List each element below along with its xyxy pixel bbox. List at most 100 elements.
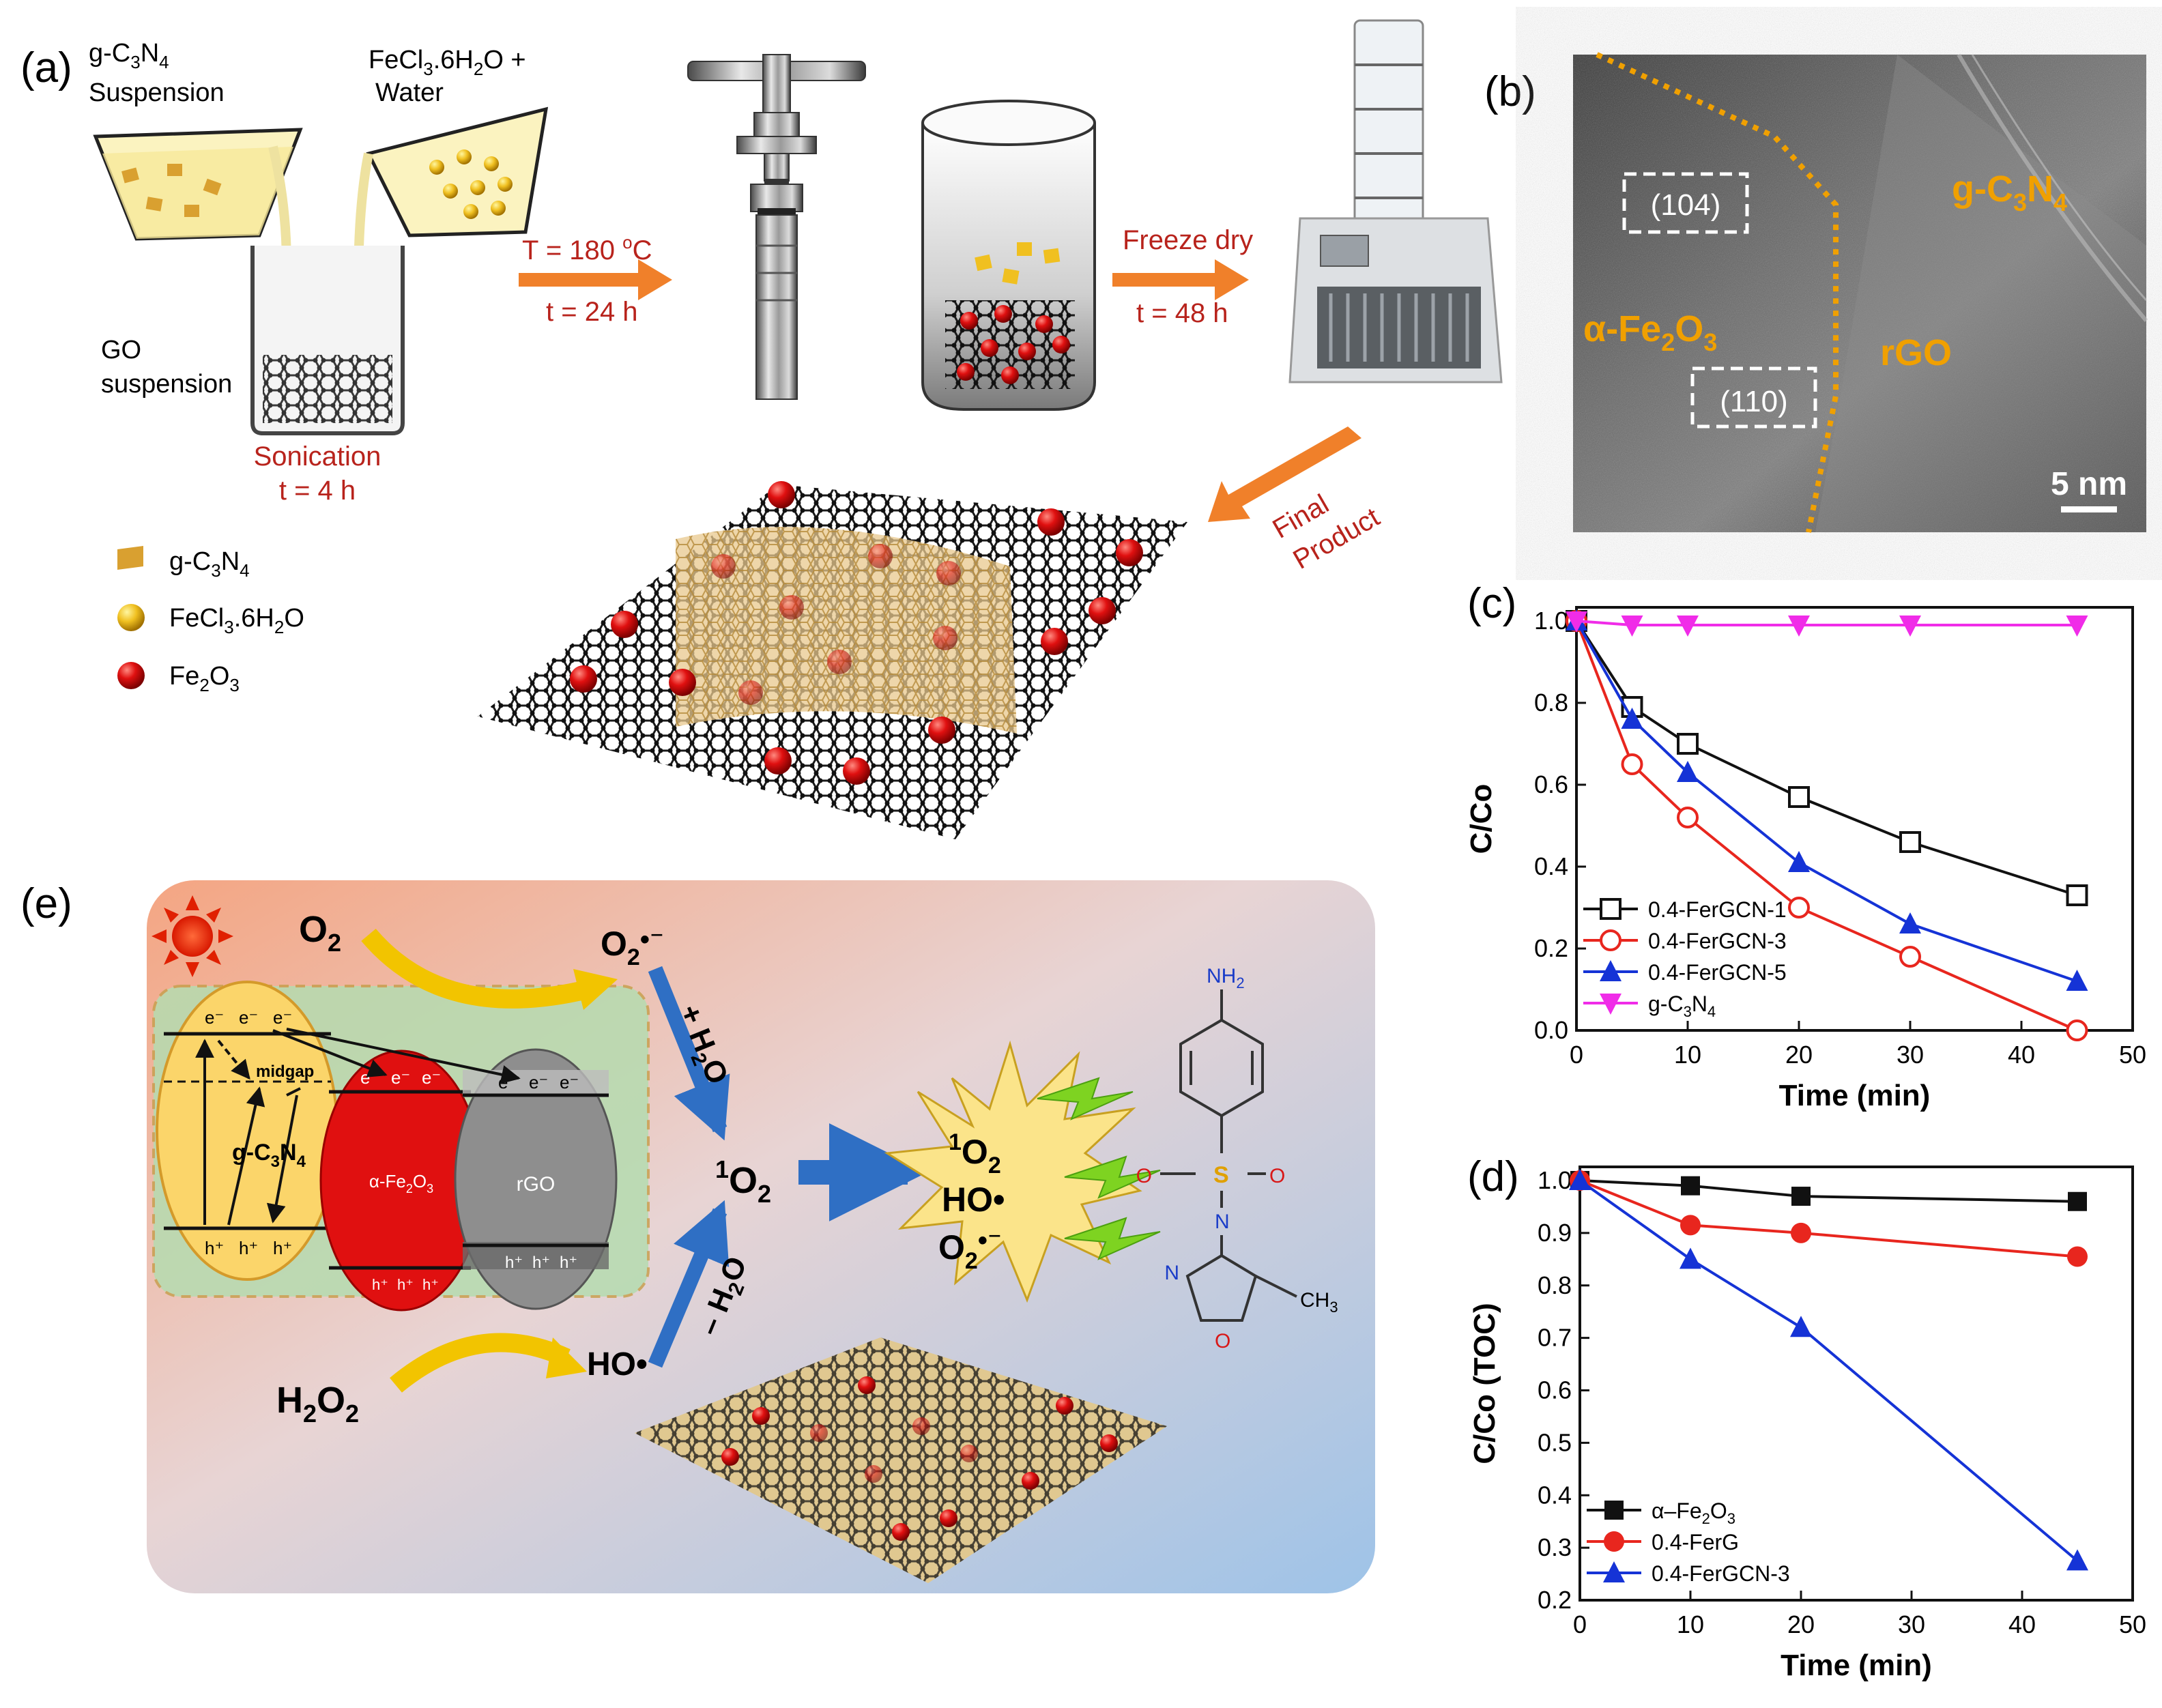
panel-label-d: (d) <box>1467 1153 1519 1200</box>
autoclave <box>687 54 866 400</box>
legend-label: 0.4-FerG <box>1652 1530 1739 1554</box>
x-tick-label: 40 <box>2008 1041 2035 1069</box>
data-point <box>1899 831 1921 853</box>
legend-label: 0.4-FerGCN-1 <box>1648 897 1787 922</box>
series-line <box>1575 620 2078 897</box>
y-axis-label: C/Co <box>1465 784 1498 854</box>
data-point <box>1677 807 1699 828</box>
rgo-hole-3: h⁺ <box>560 1254 577 1272</box>
tem-gcn-label: g-C3N4 <box>1952 169 2067 216</box>
smx-nitrogen: N <box>1215 1211 1230 1233</box>
step-arrow-1 <box>519 259 672 300</box>
legend-marker <box>1600 929 1622 951</box>
plane-box-110 <box>1690 366 1817 429</box>
series-line <box>1579 1179 2078 1203</box>
y-tick-label: 0.0 <box>1534 1016 1568 1044</box>
sonication-time: t = 4 h <box>279 476 356 506</box>
series-line <box>1579 1179 2079 1562</box>
time-48h: t = 48 h <box>1136 298 1228 328</box>
y-axis-label: C/Co (TOC) <box>1468 1303 1501 1464</box>
gcn-hole-2: h⁺ <box>239 1238 258 1258</box>
burst-superoxide: O2•⁻ <box>938 1226 1002 1274</box>
data-point <box>1681 1176 1700 1196</box>
x-tick-label: 0 <box>1570 1041 1583 1069</box>
svg-text:FeCl3.6H2O +: FeCl3.6H2O + <box>369 46 526 79</box>
rgo-band: e⁻ e⁻ e⁻ rGO h⁺ h⁺ h⁺ <box>454 1048 618 1310</box>
attack-bolts <box>1037 1077 1161 1260</box>
data-point <box>1899 912 1921 933</box>
go-label-1: GO <box>101 336 141 364</box>
data-point <box>1621 753 1643 775</box>
legend-label: 0.4-FerGCN-3 <box>1652 1561 1790 1586</box>
fe2o3-band-label: α-Fe2O3 <box>369 1171 433 1196</box>
x-axis-label: Time (min) <box>1779 1079 1931 1112</box>
series-line <box>1579 1179 2078 1258</box>
y-tick-label: 0.8 <box>1534 689 1568 717</box>
panel-label-e: (e) <box>20 880 72 927</box>
gcn-electron-2: e⁻ <box>239 1007 258 1028</box>
data-point <box>1566 611 1587 633</box>
legend-marker <box>1603 1561 1625 1582</box>
gcn-band: e⁻ e⁻ e⁻ midgap g-C3N4 h⁺ h⁺ h⁺ <box>156 981 338 1281</box>
panel-label-a: (a) <box>20 44 72 91</box>
data-point <box>1677 733 1699 755</box>
fe-hole-2: h⁺ <box>397 1276 414 1293</box>
y-tick-label: 1.0 <box>1538 1166 1572 1194</box>
go-label-2: suspension <box>101 370 232 399</box>
x-tick-label: 50 <box>2119 1610 2146 1638</box>
legend-fecl-label: FeCl3.6H2O <box>169 604 304 637</box>
time-24h: t = 24 h <box>546 297 638 327</box>
y-tick-label: 0.4 <box>1534 852 1568 880</box>
data-point <box>1569 1169 1591 1190</box>
x-tick-label: 50 <box>2119 1041 2146 1069</box>
rgo-electron-2: e⁻ <box>529 1072 548 1092</box>
y-tick-label: 0.2 <box>1538 1586 1572 1614</box>
x-tick-label: 30 <box>1898 1610 1925 1638</box>
legend-marker <box>1604 1531 1624 1552</box>
smx-oxygen-1: O <box>1136 1165 1152 1187</box>
fe2o3-band: e⁻ e⁻ e⁻ α-Fe2O3 h⁺ h⁺ h⁺ <box>319 1050 483 1312</box>
y-tick-label: 0.8 <box>1538 1271 1572 1299</box>
data-point <box>1788 786 1810 808</box>
freeze-dryer <box>1288 19 1503 383</box>
x-tick-label: 10 <box>1677 1610 1704 1638</box>
x-tick-label: 40 <box>2008 1610 2036 1638</box>
legend-fe2o3-icon <box>117 662 145 689</box>
fe2o3-particles <box>570 481 1143 785</box>
x-tick-label: 0 <box>1573 1610 1587 1638</box>
fe-hole-3: h⁺ <box>422 1276 439 1293</box>
data-point <box>1621 708 1643 729</box>
y-tick-label: 0.5 <box>1538 1428 1572 1456</box>
plot-frame-c <box>1575 606 2134 1032</box>
gcn-hole-3: h⁺ <box>273 1238 292 1258</box>
final-product-arrow <box>1208 426 1361 522</box>
h2o2-label: H2O2 <box>276 1380 359 1428</box>
x-tick-label: 20 <box>1785 1041 1813 1069</box>
o2-reduction-arrow <box>361 928 590 1009</box>
plot-frame-d <box>1579 1166 2134 1602</box>
h2o2-arrow <box>390 1333 571 1393</box>
data-point <box>2066 970 2088 991</box>
data-point <box>1790 1316 1812 1337</box>
tem-rgo-label: rGO <box>1880 332 1952 373</box>
svg-text:T = 180 oC: T = 180 oC <box>522 232 652 265</box>
legend-gcn-label: g-C3N4 <box>169 547 250 581</box>
superoxide-label: O2•⁻ <box>601 925 664 970</box>
hydroxyl-label: HO• <box>587 1346 648 1383</box>
tem-fe2o3-label: α-Fe2O3 <box>1583 308 1717 356</box>
y-tick-label: 0.4 <box>1538 1481 1572 1509</box>
panel-label-b: (b) <box>1484 68 1536 115</box>
legend-fe2o3-label: Fe2O3 <box>169 662 240 695</box>
data-point <box>1788 851 1810 872</box>
legend-label: 0.4-FerGCN-3 <box>1648 929 1787 953</box>
panel-label-c: (c) <box>1467 580 1516 627</box>
data-point <box>1899 946 1921 968</box>
minus-h2o-label: – H2O <box>692 1252 758 1342</box>
legend-label: α–Fe2O3 <box>1652 1499 1735 1527</box>
y-tick-label: 0.7 <box>1538 1324 1572 1352</box>
data-point <box>1788 616 1810 637</box>
data-point <box>1680 1215 1701 1236</box>
gcn-suspension-label: Suspension <box>89 78 225 107</box>
